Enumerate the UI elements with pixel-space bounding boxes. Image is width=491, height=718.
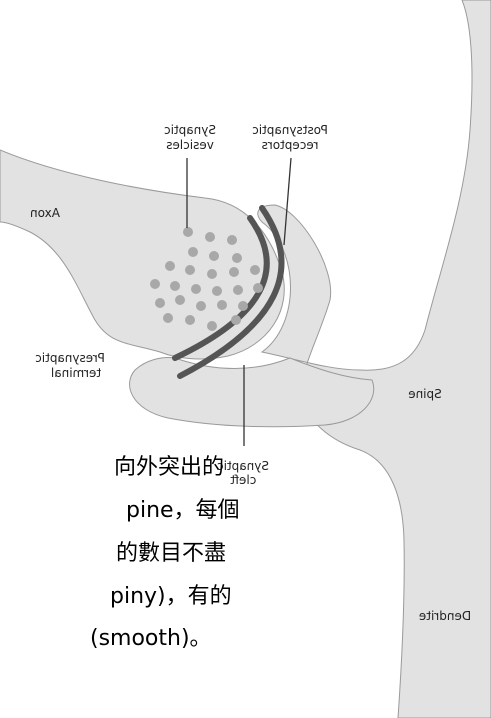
synaptic-cleft-label-line1: Synaptic (217, 459, 269, 473)
dendrite-label: Dendrite (419, 609, 471, 623)
synaptic-vesicles-label-line1: Synaptic (164, 123, 216, 137)
body-text-line-5: (smooth)。 (90, 628, 212, 650)
axon-terminal-shape (0, 150, 284, 359)
presynaptic-terminal-label-line2: terminal (51, 366, 101, 380)
postsynaptic-receptors-label-line2: receptors (262, 138, 319, 152)
synaptic-vesicles-label-line2: vesicles (166, 138, 214, 152)
body-text-line-2: pine，每個 (126, 500, 240, 522)
presynaptic-terminal-label-line1: Presynaptic (35, 351, 105, 365)
body-text-line-3: 的數目不盡 (116, 543, 226, 565)
spine-label: Spine (408, 387, 442, 401)
body-text-line-4: piny)，有的 (110, 586, 232, 608)
postsynaptic-receptors-label-line1: Postsynaptic (252, 123, 328, 137)
body-text-line-1: 向外突出的 (114, 457, 224, 479)
axon-label: Axon (30, 206, 60, 220)
synaptic-cleft-label-line2: cleft (230, 473, 256, 487)
